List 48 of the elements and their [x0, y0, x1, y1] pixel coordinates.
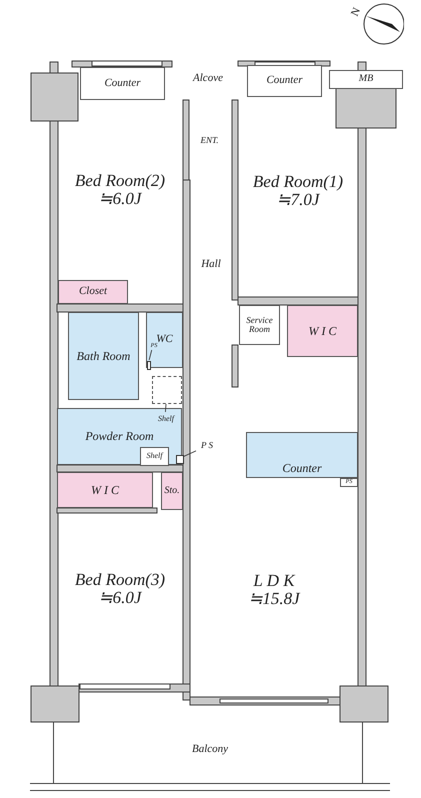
entrance-label: ENT.	[200, 136, 219, 146]
toilet-label: WC	[156, 334, 173, 346]
room-label: Bed Room(1)	[252, 173, 344, 191]
pipe-space-box	[147, 361, 151, 370]
closet-label: Closet	[78, 286, 108, 298]
leader-line	[182, 450, 196, 458]
room-label: Bed Room(3)	[74, 570, 166, 588]
shelf-label: Shelf	[146, 452, 162, 461]
meter-box-label: MB	[358, 74, 374, 85]
counter-label: Counter	[266, 75, 303, 87]
closet-area	[57, 472, 153, 508]
service-room-area	[239, 305, 280, 345]
toilet-area	[146, 312, 183, 368]
area-label: ≒6.0J	[98, 190, 142, 208]
area-label: ≒15.8J	[248, 590, 300, 608]
hall-label: Hall	[201, 259, 221, 271]
balcony-label: Balcony	[192, 744, 228, 756]
closet-area	[58, 280, 128, 304]
room-label: Powder Room	[85, 430, 154, 443]
kitchen-counter	[246, 432, 358, 478]
counter-label: Counter	[104, 78, 141, 90]
room-label: Bed Room(2)	[74, 172, 166, 190]
pipe-space-box	[176, 455, 184, 464]
storage-area	[161, 472, 183, 510]
pipe-space-area	[340, 478, 358, 487]
room-label: Bath Room	[76, 350, 130, 362]
closet-label: W I C	[91, 484, 119, 496]
area-label: ≒7.0J	[276, 191, 320, 209]
bathroom-area	[68, 312, 139, 400]
counter-area	[247, 65, 322, 97]
alcove-label: Alcove	[193, 73, 223, 85]
room-label: L D K	[253, 572, 295, 590]
counter-area	[80, 67, 165, 100]
shelf-box	[152, 376, 182, 404]
leader-line	[148, 350, 152, 360]
closet-area	[287, 305, 358, 357]
pipe-space-label: P S	[196, 440, 218, 452]
shelf-area	[140, 447, 169, 466]
room-label: Service Room	[245, 316, 274, 334]
storage-label: Sto.	[164, 486, 180, 496]
leader-line	[165, 404, 166, 412]
meter-box-area	[329, 70, 403, 89]
counter-label: Counter	[282, 462, 322, 475]
powder-room-area	[57, 408, 182, 465]
north-label: N	[348, 6, 364, 18]
closet-label: W I C	[308, 324, 336, 338]
area-label: ≒6.0J	[98, 588, 142, 606]
shelf-label: Shelf	[153, 413, 179, 425]
